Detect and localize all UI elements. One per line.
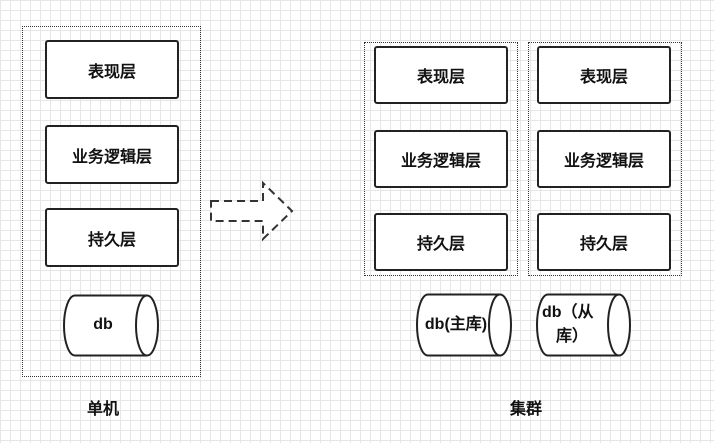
standalone-caption: 单机 bbox=[87, 401, 120, 418]
cluster-slave-db-label-line1: db（从 bbox=[542, 304, 594, 321]
cluster-node-2-business-layer: 业务逻辑层 bbox=[537, 130, 671, 188]
standalone-db-label: db bbox=[93, 316, 113, 333]
cluster-node-1-group bbox=[364, 42, 518, 276]
cluster-node-2-presentation-layer: 表现层 bbox=[537, 46, 671, 104]
standalone-business-layer: 业务逻辑层 bbox=[45, 125, 179, 184]
cluster-node-1-persistence-layer: 持久层 bbox=[374, 213, 508, 271]
cylinder-icon bbox=[416, 293, 512, 357]
cluster-master-db-label: db(主库) bbox=[424, 316, 488, 333]
cluster-node-1-presentation-layer: 表现层 bbox=[374, 46, 508, 104]
arrow-right-icon bbox=[210, 180, 294, 242]
cylinder-icon bbox=[536, 293, 631, 357]
standalone-db-cylinder: db bbox=[63, 294, 160, 357]
cluster-node-2-group bbox=[528, 42, 682, 276]
standalone-persistence-layer: 持久层 bbox=[45, 208, 179, 267]
cylinder-icon bbox=[63, 294, 159, 357]
standalone-presentation-layer: 表现层 bbox=[45, 40, 179, 99]
cluster-caption: 集群 bbox=[510, 401, 543, 418]
standalone-group bbox=[22, 26, 201, 377]
cluster-master-db-cylinder: db(主库) bbox=[416, 293, 513, 357]
cluster-node-1-business-layer: 业务逻辑层 bbox=[374, 130, 508, 188]
cluster-node-2-persistence-layer: 持久层 bbox=[537, 213, 671, 271]
cluster-slave-db-cylinder: db（从 库） bbox=[536, 293, 632, 357]
cluster-slave-db-label-line2: 库） bbox=[556, 328, 589, 345]
